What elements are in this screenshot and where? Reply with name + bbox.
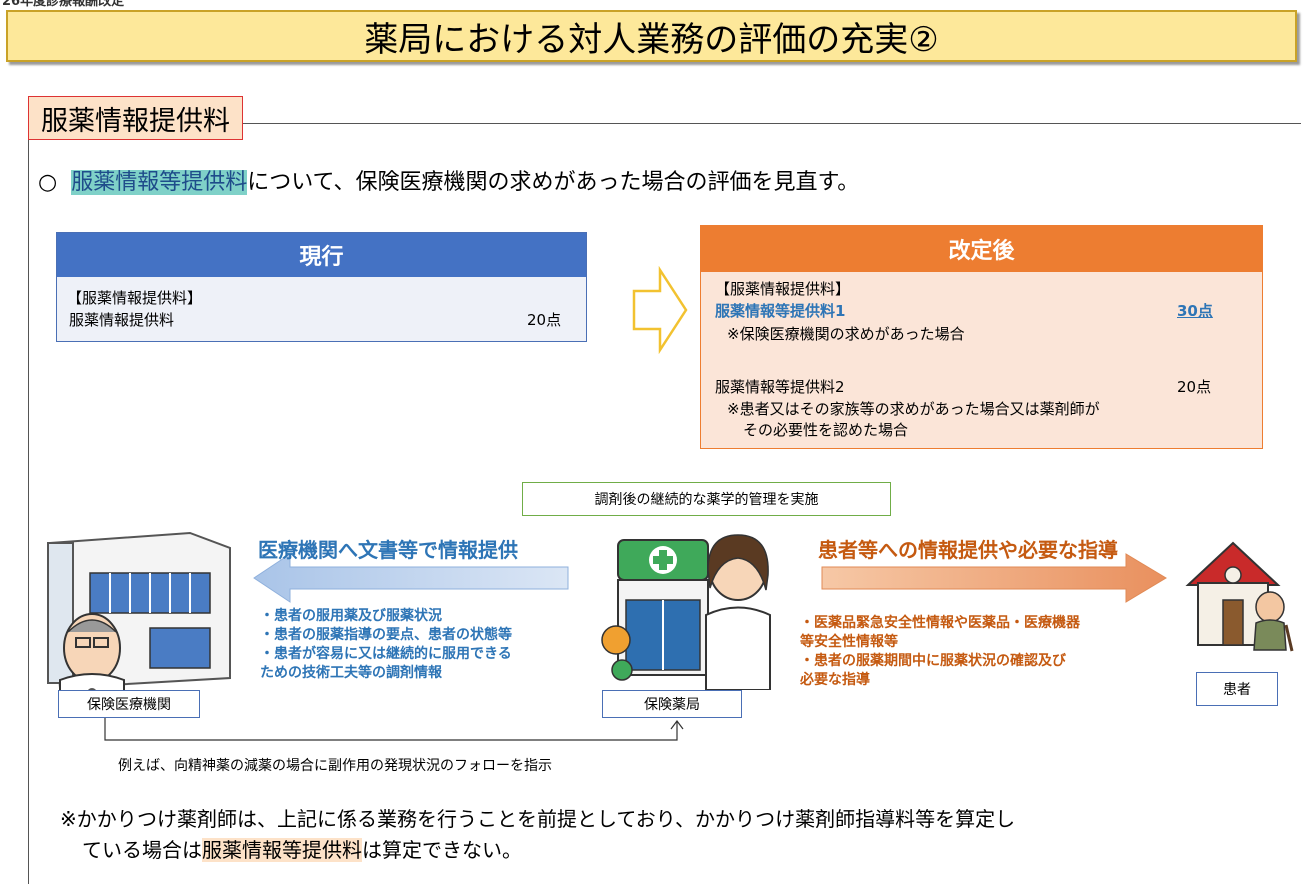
list-item: ・医薬品緊急安全性情報や医薬品・医療機器 — [800, 615, 1080, 631]
section-label: 服薬情報提供料 — [28, 96, 243, 140]
revised-item2-name: 服薬情報等提供料2 — [715, 378, 845, 396]
pharmacy-label: 保険薬局 — [602, 690, 742, 718]
feedback-text: 例えば、向精神薬の減薬の場合に副作用の発現状況のフォローを指示 — [118, 758, 552, 774]
pharmacy-pharmacist-illustration-icon — [601, 534, 771, 690]
revised-item2-note-1: ※患者又はその家族等の求めがあった場合又は薬剤師が — [727, 400, 1100, 418]
section-frame — [28, 123, 1301, 884]
revised-heading: 改定後 — [701, 226, 1262, 272]
footnote-highlight: 服薬情報等提供料 — [202, 838, 362, 862]
right-arrow-icon — [632, 266, 688, 354]
revised-box: 改定後 【服薬情報提供料】 服薬情報等提供料1 30点 ※保険医療機関の求めがあ… — [700, 225, 1263, 449]
right-arrow-shape-icon — [821, 553, 1167, 603]
current-bracket: 【服薬情報提供料】 — [67, 289, 203, 307]
center-label: 調剤後の継続的な薬学的管理を実施 — [522, 482, 891, 516]
patient-label: 患者 — [1196, 672, 1278, 706]
footnote-post: は算定できない。 — [362, 838, 522, 862]
current-heading: 現行 — [57, 233, 586, 277]
revised-item2-points: 20点 — [1177, 378, 1212, 396]
hospital-doctor-illustration-icon — [47, 531, 231, 698]
footnote-pre: ている場合は — [82, 838, 202, 862]
list-item: ための技術工夫等の調剤情報 — [260, 665, 442, 681]
left-arrow-icon — [253, 553, 569, 603]
list-item: 必要な指導 — [800, 672, 870, 688]
list-item: ・患者の服薬指導の要点、患者の状態等 — [260, 627, 512, 643]
list-item: ・患者の服薬期間中に服薬状況の確認及び — [800, 653, 1066, 669]
header-label: 26年度診療報酬改定 — [2, 0, 125, 9]
footnote-line-1: ※かかりつけ薬剤師は、上記に係る業務を行うことを前提としており、かかりつけ薬剤師… — [60, 807, 1016, 831]
right-arrow-label: 患者等への情報提供や必要な指導 — [818, 538, 1118, 562]
list-item: 等安全性情報等 — [800, 634, 898, 650]
bullet-highlight: 服薬情報等提供料 — [71, 170, 248, 195]
home-patient-illustration-icon — [1185, 541, 1294, 652]
page-title: 薬局における対人業務の評価の充実② — [6, 10, 1297, 62]
feedback-connector-icon — [104, 718, 684, 741]
bullet-marker: ○ — [38, 170, 58, 195]
bullet-line: ○ 服薬情報等提供料について、保険医療機関の求めがあった場合の評価を見直す。 — [38, 164, 859, 196]
current-item-points: 20点 — [527, 311, 562, 329]
footnote: ※かかりつけ薬剤師は、上記に係る業務を行うことを前提としており、かかりつけ薬剤師… — [60, 804, 1015, 866]
list-item: ・患者が容易に又は継続的に服用できる — [260, 646, 512, 662]
right-info-list: ・医薬品緊急安全性情報や医薬品・医療機器 等安全性情報等 ・患者の服薬期間中に服… — [800, 614, 1080, 690]
revised-item2-note-2: その必要性を認めた場合 — [743, 421, 909, 439]
list-item: ・患者の服用薬及び服薬状況 — [260, 608, 442, 624]
current-box: 現行 【服薬情報提供料】 服薬情報提供料 20点 — [56, 232, 587, 342]
left-info-list: ・患者の服用薬及び服薬状況 ・患者の服薬指導の要点、患者の状態等 ・患者が容易に… — [260, 607, 512, 683]
bullet-text: について、保険医療機関の求めがあった場合の評価を見直す。 — [247, 170, 860, 195]
footnote-line-2: ている場合は服薬情報等提供料は算定できない。 — [60, 835, 1015, 866]
hospital-label: 保険医療機関 — [58, 690, 200, 718]
revised-bracket: 【服薬情報提供料】 — [715, 280, 851, 298]
revised-item1-points: 30点 — [1177, 302, 1213, 320]
revised-item1-name: 服薬情報等提供料1 — [715, 302, 846, 320]
left-arrow-label: 医療機関へ文書等で情報提供 — [258, 538, 518, 562]
revised-item1-note: ※保険医療機関の求めがあった場合 — [727, 325, 965, 343]
current-item-name: 服薬情報提供料 — [69, 311, 175, 329]
